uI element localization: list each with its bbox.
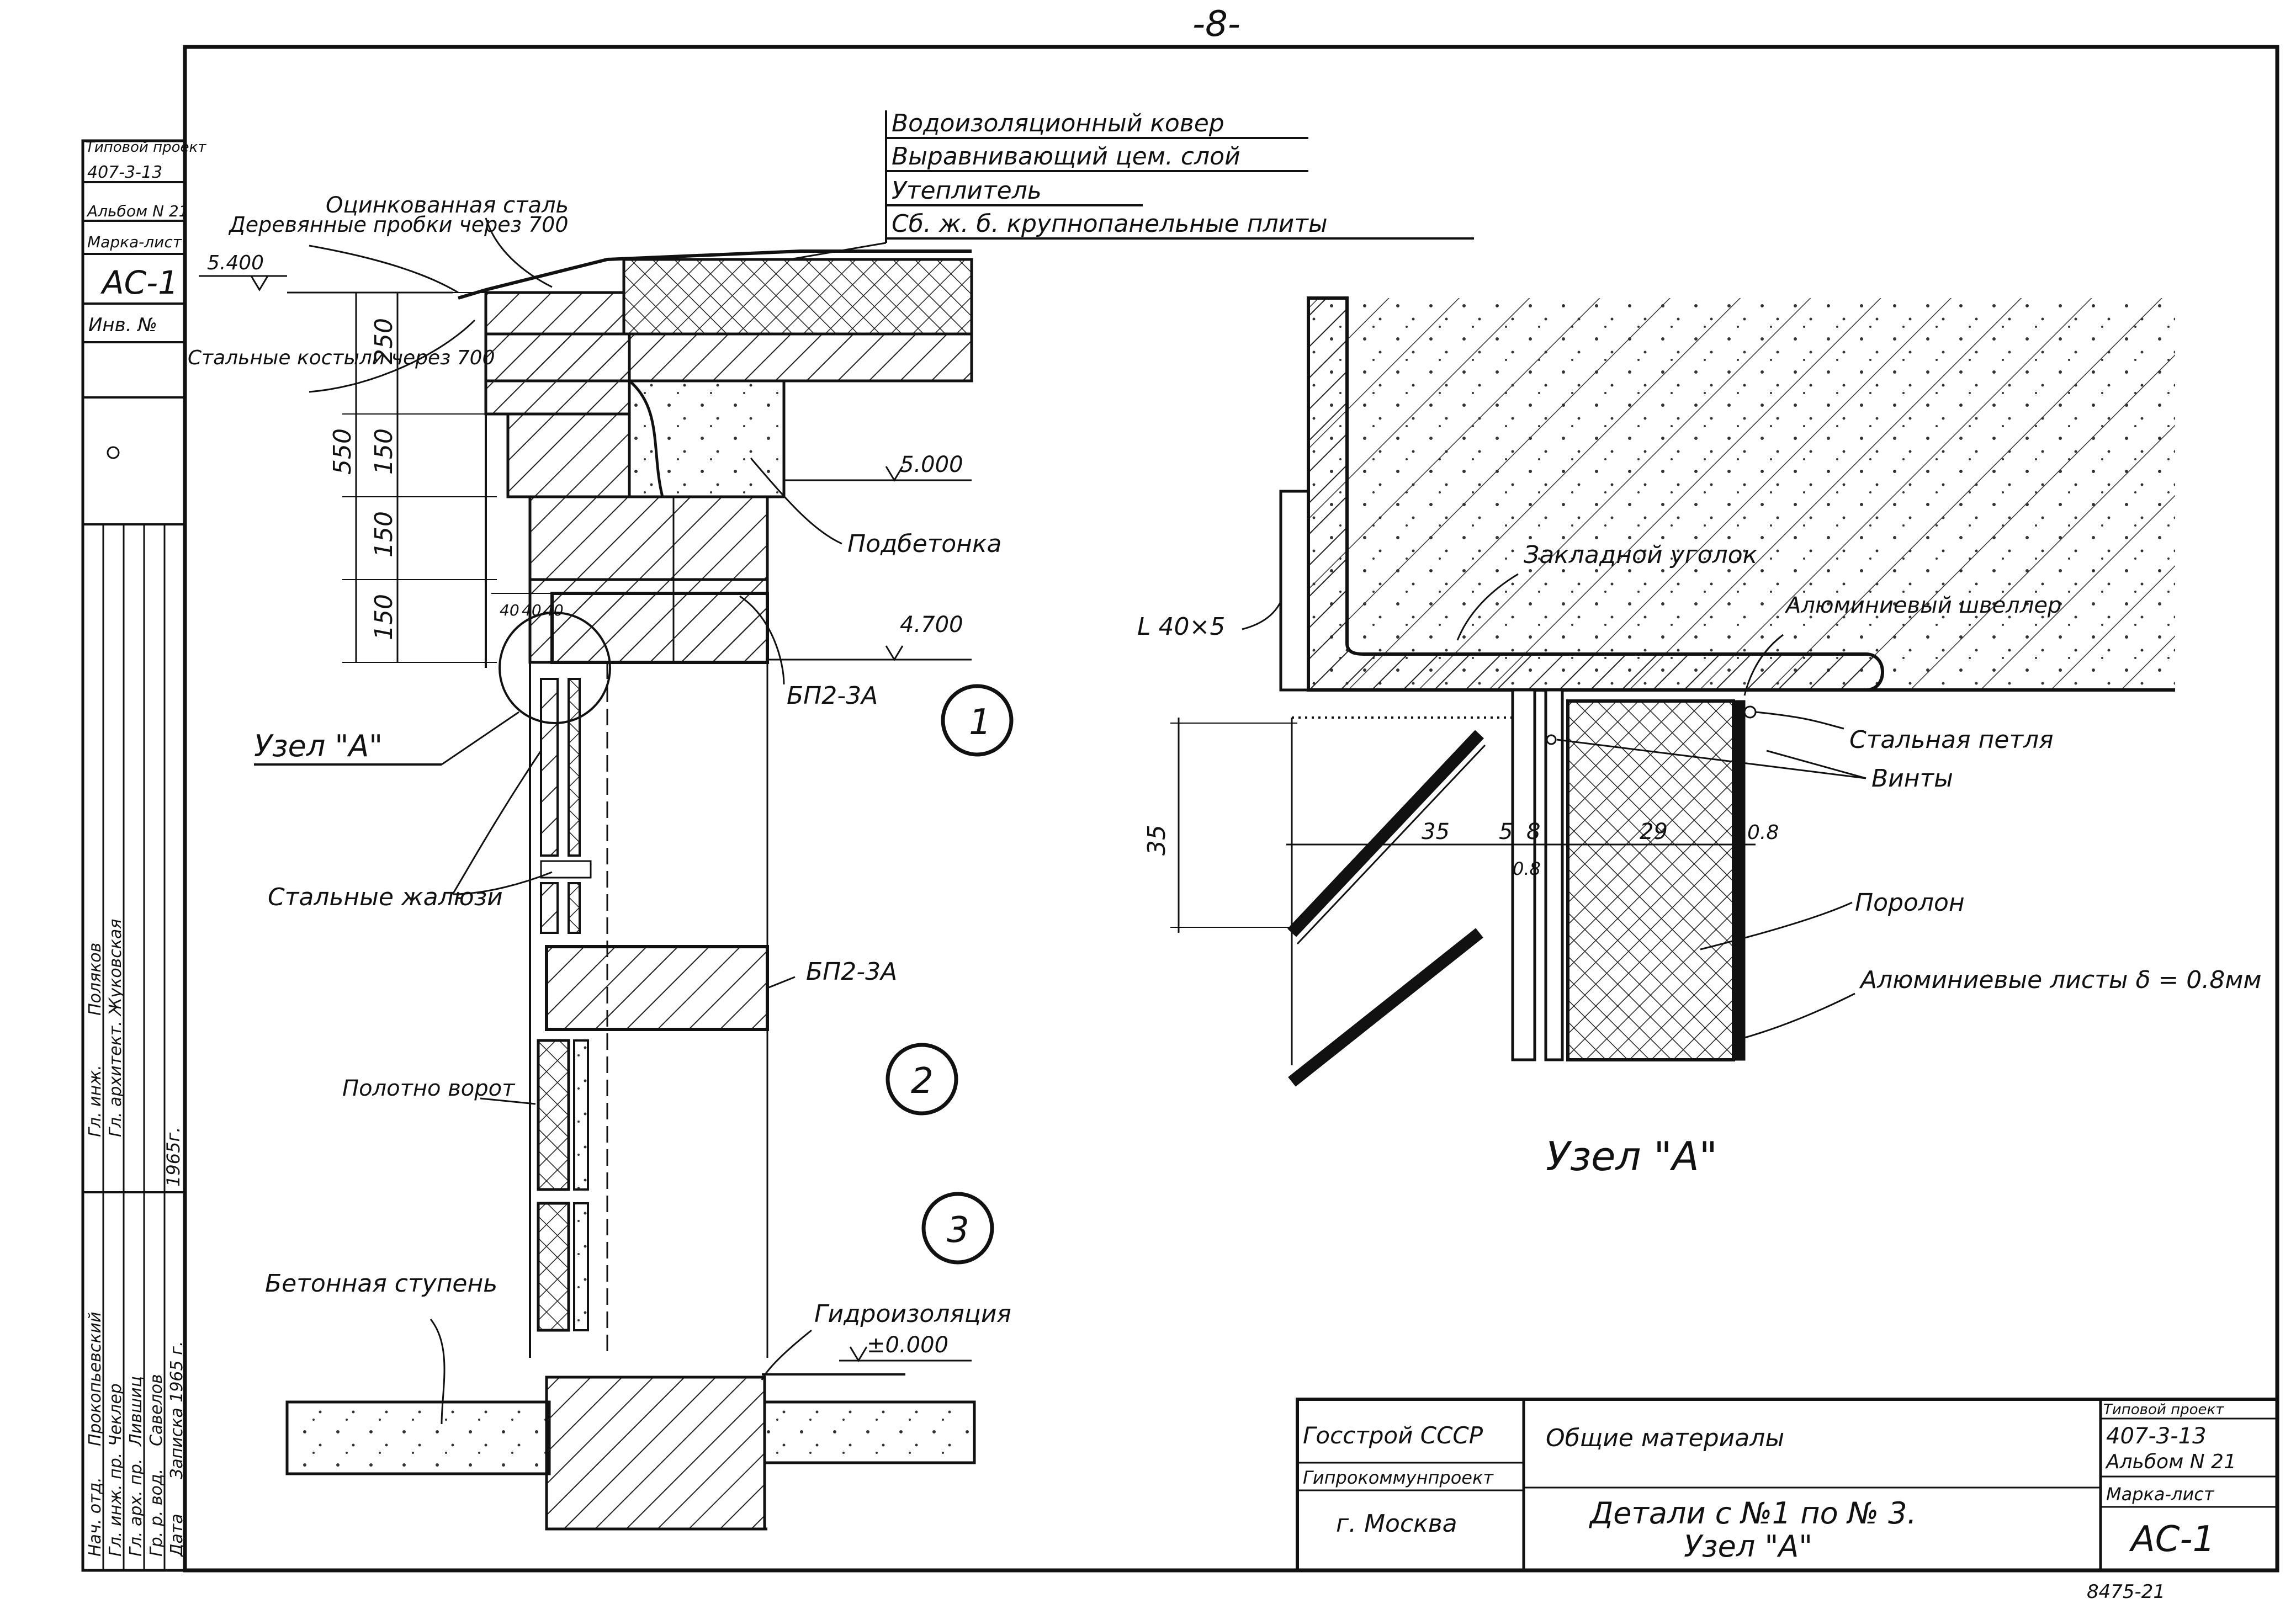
- elevation-top: 5.400: [207, 252, 264, 274]
- detail-title: Узел "А": [1546, 1133, 1717, 1180]
- stamp-name-6: Поляков: [86, 943, 105, 1016]
- stamp-role-2: Гл. инж. пр.: [106, 1453, 125, 1557]
- label-aluminium-sheets: Алюминиевые листы δ = 0.8мм: [1859, 966, 2262, 994]
- stamp-role-1: Нач. отд.: [86, 1477, 105, 1557]
- label-steel-loop: Стальная петля: [1849, 726, 2054, 754]
- label-screws: Винты: [1871, 764, 1953, 793]
- detail-marker-2: [885, 1043, 958, 1116]
- stamp-name-7: Жуковская: [106, 919, 125, 1017]
- stamp-hole-mark: [107, 446, 120, 459]
- label-lintel-1: БП2-3А: [787, 682, 878, 710]
- dim-40-b: 40: [522, 601, 542, 619]
- stamp-role-6: Гл. инж.: [86, 1065, 105, 1137]
- tb-mark-value: АС-1: [2129, 1519, 2215, 1560]
- roof-layer-labels: Водоизоляционный ковер Выравнивающий цем…: [789, 109, 1474, 261]
- label-steel-crutches: Стальные костыли через 700: [188, 347, 495, 369]
- elevation-4700: 4.700: [900, 612, 963, 638]
- label-gate-leaf: Полотно ворот: [342, 1076, 516, 1101]
- stamp-name-3: Лившиц: [126, 1376, 146, 1447]
- dim-5: 5: [1499, 819, 1513, 845]
- stamp-project-no: 407-3-13: [87, 163, 162, 182]
- dim-35-horizontal: 35: [1422, 819, 1450, 845]
- layer-label-1: Водоизоляционный ковер: [892, 109, 1224, 137]
- label-wood-plugs: Деревянные пробки через 700: [228, 213, 569, 237]
- page-number: -8-: [1192, 4, 1240, 45]
- tb-desc-1: Детали с №1 по № 3.: [1589, 1496, 1917, 1531]
- dim-40-a: 40: [500, 601, 519, 619]
- label-galvanized-steel: Оцинкованная сталь: [326, 193, 569, 218]
- stamp-name-5: Записка 1965 г.: [167, 1341, 187, 1479]
- layer-label-4: Сб. ж. б. крупнопанельные плиты: [892, 210, 1328, 238]
- stamp-inv: Инв. №: [88, 314, 157, 336]
- label-concrete-step: Бетонная ступень: [265, 1270, 497, 1298]
- label-concrete-fill: Подбетонка: [847, 530, 1002, 558]
- tb-org2: Гипрокоммунпроект: [1303, 1467, 1494, 1488]
- detail-marker-1-text: 1: [969, 702, 991, 743]
- label-aluminium-channel: Алюминиевый швеллер: [1784, 593, 2061, 618]
- tb-project-no: 407-3-13: [2106, 1424, 2207, 1449]
- label-louvers-1: Стальные жалюзи: [268, 883, 503, 911]
- stamp-year: 1965г.: [163, 1127, 184, 1187]
- dim-8: 8: [1526, 819, 1540, 845]
- elevation-5000: 5.000: [900, 452, 963, 477]
- tb-org: Госстрой СССР: [1303, 1422, 1483, 1449]
- title-block: Госстрой СССР Гипрокоммунпроект г. Москв…: [1296, 1398, 2279, 1572]
- label-foam: Поролон: [1855, 889, 1965, 917]
- detail-marker-3: [921, 1192, 994, 1265]
- dim-29: 29: [1640, 819, 1668, 845]
- footer-code: 8475-21: [2087, 1581, 2165, 1603]
- label-node-a: Узел "А": [254, 729, 383, 763]
- tb-mark-sheet: Марка-лист: [2106, 1484, 2215, 1505]
- tb-general: Общие материалы: [1546, 1424, 1784, 1452]
- layer-label-3: Утеплитель: [892, 177, 1042, 205]
- detail-marker-3-text: 3: [947, 1210, 969, 1251]
- dim-150-c: 150: [370, 594, 398, 640]
- stamp-name-4: Савелов: [147, 1374, 166, 1446]
- stamp-album: Альбом N 21: [86, 202, 188, 220]
- side-stamp: Типовой проект 407-3-13 Альбом N 21 Марк…: [81, 139, 206, 1572]
- tb-album: Альбом N 21: [2105, 1451, 2236, 1473]
- detail-marker-1: [941, 684, 1014, 757]
- tb-desc-2: Узел "А": [1684, 1529, 1812, 1564]
- detail-marker-2-text: 2: [911, 1061, 934, 1102]
- stamp-role-4: Гр. р. вод.: [147, 1469, 166, 1557]
- dim-150-a: 150: [370, 428, 398, 475]
- label-angle-size: L 40×5: [1137, 613, 1225, 641]
- stamp-name-2: Чеклер: [106, 1383, 125, 1446]
- dim-0-8-right: 0.8: [1747, 821, 1779, 844]
- layer-label-2: Выравнивающий цем. слой: [892, 142, 1240, 171]
- stamp-role-5: Дата: [167, 1514, 187, 1558]
- label-waterproofing: Гидроизоляция: [814, 1300, 1011, 1328]
- sheet-frame: [183, 45, 2279, 1573]
- dim-150-b: 150: [370, 511, 398, 557]
- label-lintel-2: БП2-3А: [806, 958, 897, 986]
- wall-section: Водоизоляционный ковер Выравнивающий цем…: [188, 109, 1474, 1531]
- stamp-mark-value: АС-1: [100, 264, 178, 301]
- label-embedded-angle: Закладной уголок: [1524, 541, 1758, 569]
- stamp-role-7: Гл. архитект.: [106, 1021, 125, 1137]
- dim-35-vertical: 35: [1143, 825, 1171, 856]
- dim-0-8-bottom: 0.8: [1513, 858, 1541, 879]
- tb-type-project: Типовой проект: [2103, 1401, 2224, 1418]
- stamp-mark-sheet: Марка-лист: [87, 233, 182, 251]
- stamp-type-project: Типовой проект: [86, 139, 206, 156]
- dim-250: 250: [370, 318, 398, 364]
- tb-city: г. Москва: [1336, 1510, 1457, 1538]
- node-a-detail: Закладной уголок L 40×5 Алюминиевый швел…: [1137, 296, 2262, 1180]
- elevation-zero: ±0.000: [867, 1332, 948, 1358]
- stamp-name-1: Прокопьевский: [86, 1312, 105, 1446]
- stamp-role-3: Гл. арх. пр.: [126, 1459, 146, 1557]
- dim-550: 550: [328, 428, 357, 475]
